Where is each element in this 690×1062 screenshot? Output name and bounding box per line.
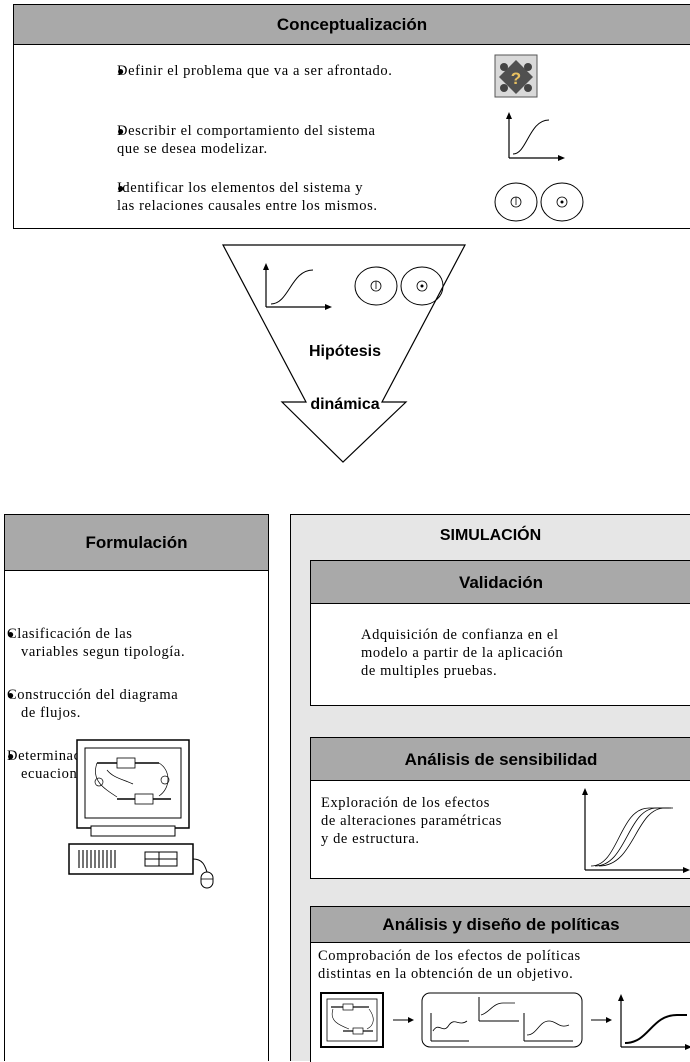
computer-icon bbox=[68, 739, 214, 889]
hypothesis-arrow-shape bbox=[222, 244, 466, 463]
concept-item-2: ●Describir el comportamiento del sistema… bbox=[117, 123, 376, 157]
politicas-text: Comprobación de los efectos de políticas… bbox=[318, 948, 581, 982]
hypothesis-label-1: Hipótesis bbox=[308, 343, 381, 360]
policy-process-icon bbox=[320, 992, 690, 1050]
sensibilidad-panel: Análisis de sensibilidad Exploración de … bbox=[310, 737, 690, 879]
formulacion-title: Formulación bbox=[5, 515, 268, 571]
validacion-title: Validación bbox=[311, 561, 690, 604]
simulacion-panel: SIMULACIÓN Validación Adquisición de con… bbox=[290, 514, 690, 1062]
validacion-panel: Validación Adquisición de confianza en e… bbox=[310, 560, 690, 706]
politicas-title: Análisis y diseño de políticas bbox=[311, 907, 690, 943]
formulacion-item-1: ● Clasificación de las variables segun t… bbox=[7, 626, 186, 660]
conceptualizacion-title: Conceptualización bbox=[14, 5, 690, 45]
simulacion-title: SIMULACIÓN bbox=[439, 527, 542, 544]
bullet-icon: ● bbox=[7, 688, 15, 702]
bullet-icon: ● bbox=[7, 749, 15, 763]
hypothesis-s-curve-icon bbox=[263, 263, 332, 310]
politicas-panel: Análisis y diseño de políticas Comprobac… bbox=[310, 906, 690, 1062]
svg-text:?: ? bbox=[511, 69, 521, 88]
bullet-icon: ● bbox=[117, 124, 125, 138]
bullet-icon: ● bbox=[117, 64, 125, 78]
validacion-text: Adquisición de confianza en el modelo a … bbox=[361, 627, 564, 679]
question-people-icon: ? bbox=[494, 54, 538, 98]
concept-item-3: ●Identificar los elementos del sistema y… bbox=[117, 180, 378, 214]
conceptualizacion-panel: Conceptualización ●Definir el problema q… bbox=[13, 4, 690, 229]
bullet-icon: ● bbox=[7, 627, 15, 641]
sensitivity-curves-icon bbox=[582, 788, 690, 873]
sensibilidad-title: Análisis de sensibilidad bbox=[311, 738, 690, 781]
hypothesis-causal-loops-icon bbox=[354, 266, 444, 306]
formulacion-panel: Formulación ● Clasificación de las varia… bbox=[4, 514, 269, 1061]
bullet-icon: ● bbox=[117, 181, 125, 195]
concept-item-1: ●Definir el problema que va a ser afront… bbox=[117, 63, 393, 79]
s-curve-graph-icon bbox=[506, 112, 565, 161]
causal-loops-icon bbox=[494, 182, 584, 222]
sensibilidad-text: Exploración de los efectos de alteracion… bbox=[321, 795, 503, 847]
hypothesis-label-2: dinámica bbox=[310, 396, 380, 413]
formulacion-item-2: ● Construcción del diagrama de flujos. bbox=[7, 687, 179, 721]
